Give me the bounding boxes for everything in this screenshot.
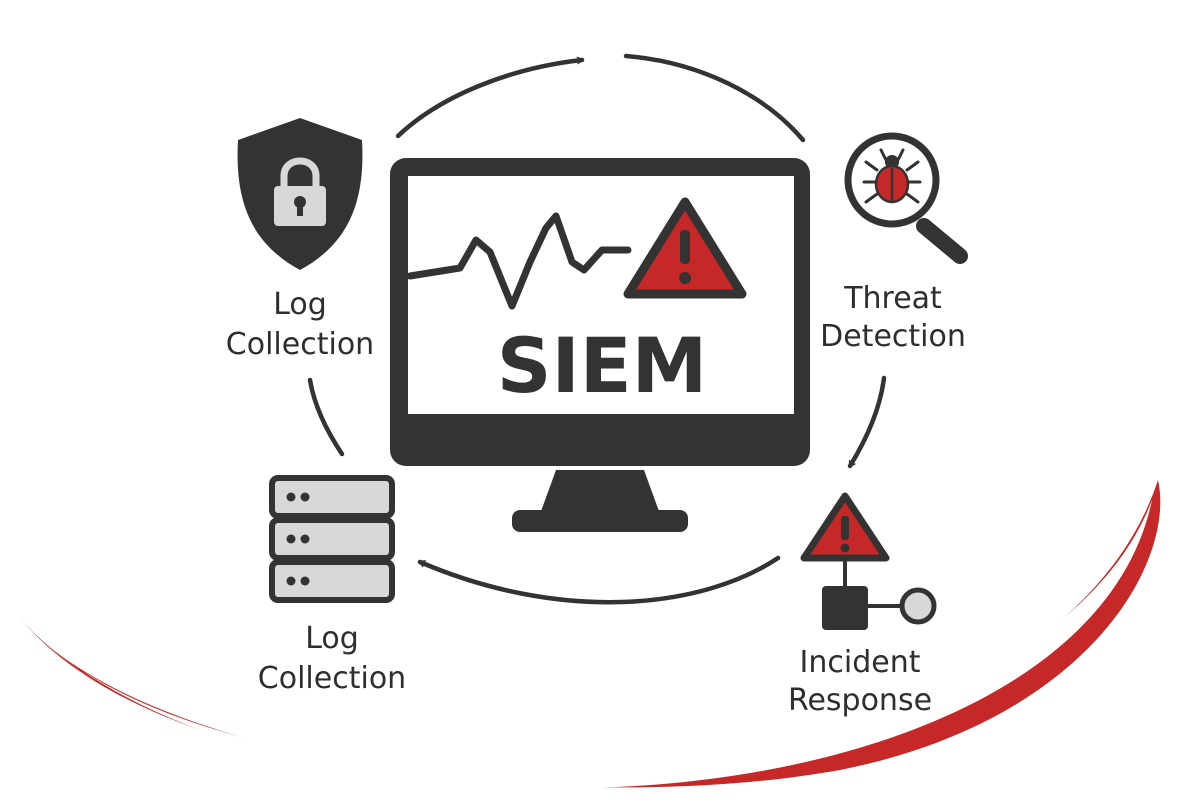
monitor-stand-base bbox=[512, 510, 688, 532]
node-label-line-1: Log bbox=[305, 621, 359, 656]
bug-icon bbox=[862, 148, 922, 204]
magnifier-bug-icon bbox=[844, 132, 968, 264]
node-label-line-1: Threat bbox=[843, 281, 942, 316]
node-label-line-2: Detection bbox=[820, 319, 966, 354]
monitor-stand-neck bbox=[540, 470, 660, 514]
screen-alert-icon bbox=[623, 197, 747, 299]
shield-lock-icon bbox=[237, 118, 363, 270]
node-log-collection-bottom: Log Collection bbox=[258, 475, 406, 696]
cycle-arrows bbox=[307, 53, 887, 605]
arrow-bottom-to-left bbox=[417, 555, 781, 605]
arrow-right-down bbox=[847, 375, 887, 469]
node-label-line-1: Incident bbox=[800, 645, 921, 680]
warning-flow-icon bbox=[800, 492, 937, 630]
node-threat-detection: Threat Detection bbox=[820, 132, 968, 354]
node-incident-response: Incident Response bbox=[788, 492, 937, 718]
node-label-line-2: Response bbox=[788, 683, 932, 718]
node-log-collection-top: Log Collection bbox=[226, 118, 374, 362]
arc-top-right bbox=[623, 53, 806, 143]
server-stack-icon bbox=[269, 475, 395, 603]
arc-left-up bbox=[307, 377, 345, 457]
siem-label: SIEM bbox=[497, 321, 708, 410]
activity-waveform bbox=[406, 212, 632, 310]
siem-monitor: SIEM bbox=[390, 158, 810, 532]
node-label-line-2: Collection bbox=[258, 661, 406, 696]
swoosh-inner-white bbox=[20, 500, 1152, 789]
node-label-line-2: Collection bbox=[226, 327, 374, 362]
node-label-line-1: Log bbox=[273, 287, 327, 322]
arrow-top-left-to-top bbox=[395, 56, 585, 139]
